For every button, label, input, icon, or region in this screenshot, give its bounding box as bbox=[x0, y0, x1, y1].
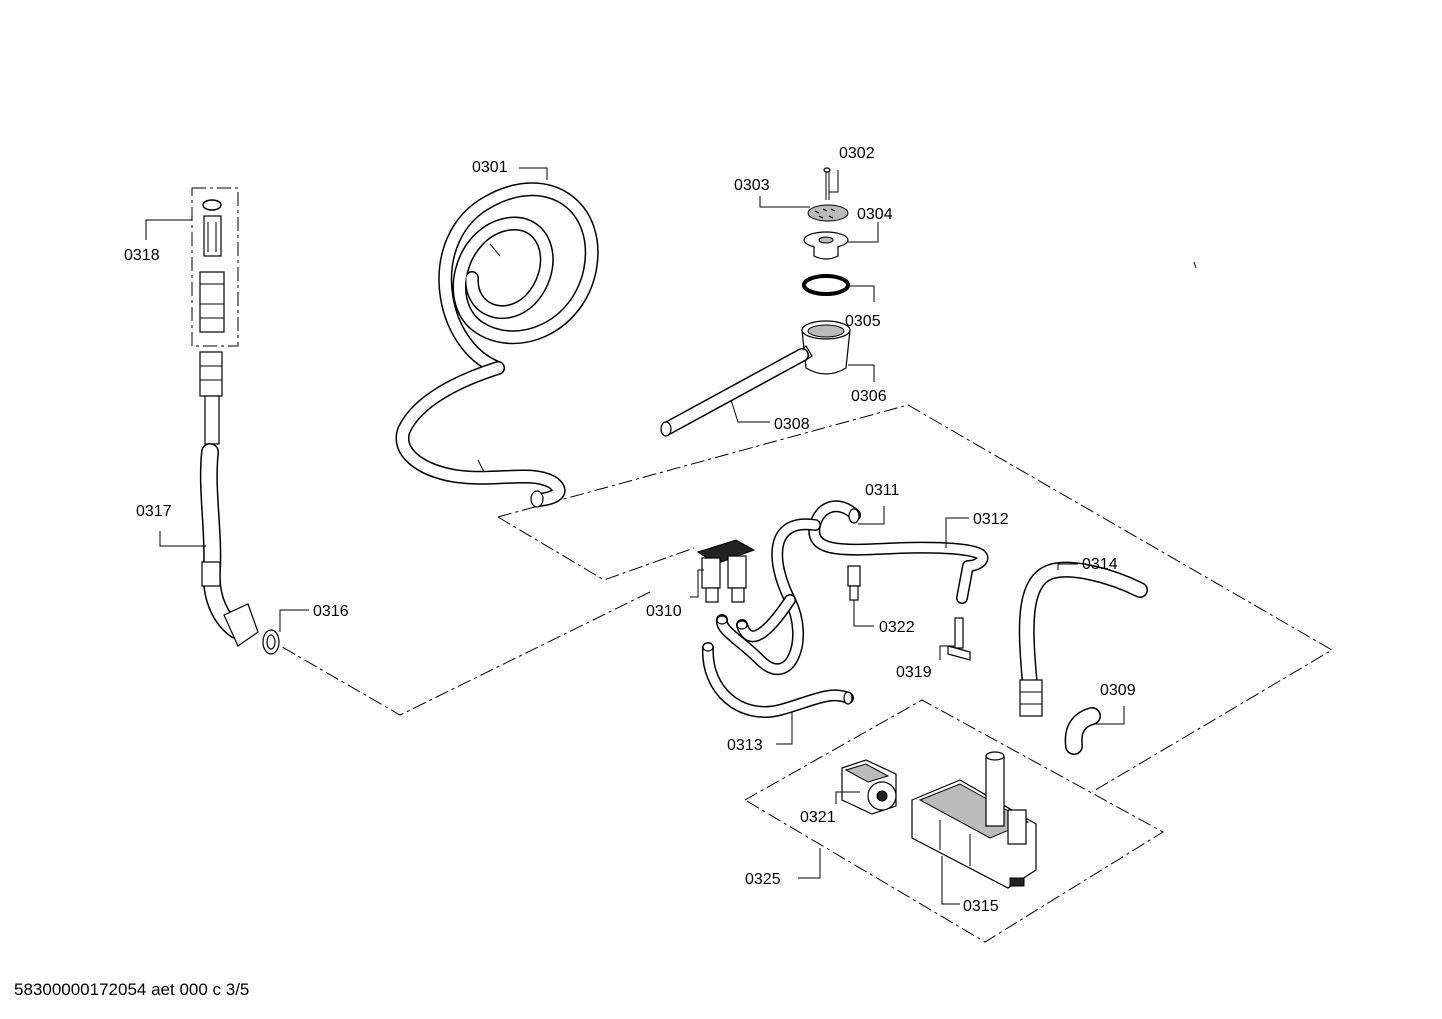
label-0305: 0305 bbox=[845, 313, 881, 330]
leader-0310 bbox=[690, 569, 704, 598]
filter-stack bbox=[799, 167, 851, 375]
fitting-kit-0318 bbox=[199, 199, 225, 333]
label-0318: 0318 bbox=[124, 247, 160, 264]
part-labels: 0301 0302 0303 0304 0305 0306 0308 0309 … bbox=[124, 145, 1136, 915]
main-assembly-boundary bbox=[497, 404, 1333, 793]
leader-0312 bbox=[945, 517, 969, 548]
label-0316: 0316 bbox=[313, 603, 349, 620]
leader-0309 bbox=[1094, 706, 1125, 725]
label-0308: 0308 bbox=[774, 416, 810, 433]
leader-0306 bbox=[848, 364, 875, 382]
leader-0317 bbox=[159, 531, 206, 547]
leader-0322 bbox=[853, 600, 874, 627]
leader-0305 bbox=[848, 285, 875, 302]
label-0317: 0317 bbox=[136, 503, 172, 520]
leader-0319 bbox=[939, 645, 955, 660]
leader-lines bbox=[145, 167, 1197, 905]
label-0315: 0315 bbox=[963, 898, 999, 915]
inlet-assembly-boundary bbox=[269, 591, 651, 716]
stray-mark bbox=[1193, 261, 1197, 269]
label-0304: 0304 bbox=[857, 206, 893, 223]
heater-module-0315 bbox=[911, 751, 1037, 889]
leader-0318 bbox=[145, 219, 192, 240]
leader-0304 bbox=[848, 222, 879, 243]
leader-0301 bbox=[519, 167, 548, 180]
leader-0314 bbox=[1057, 563, 1078, 570]
washer-0316 bbox=[262, 629, 280, 655]
leader-0308 bbox=[730, 399, 770, 423]
main-assembly-boundary-left bbox=[497, 516, 695, 581]
label-0309: 0309 bbox=[1100, 682, 1136, 699]
elbow-0309 bbox=[1064, 707, 1101, 755]
inlet-valve-0310 bbox=[696, 539, 756, 603]
label-0322: 0322 bbox=[879, 619, 915, 636]
leader-0315 bbox=[941, 856, 960, 905]
leader-0311 bbox=[858, 506, 885, 525]
label-0306: 0306 bbox=[851, 388, 887, 405]
heater-assembly-boundary bbox=[744, 699, 1164, 943]
label-0313: 0313 bbox=[727, 737, 763, 754]
straight-hose-0308 bbox=[660, 348, 809, 437]
bent-hose-0314 bbox=[1018, 561, 1148, 717]
label-0312: 0312 bbox=[973, 511, 1009, 528]
fitting-kit-boundary bbox=[191, 187, 239, 347]
leader-0313 bbox=[776, 712, 793, 745]
label-0302: 0302 bbox=[839, 145, 875, 162]
leader-0302 bbox=[829, 170, 839, 193]
fittings-0322-0319 bbox=[847, 565, 971, 661]
label-0311: 0311 bbox=[865, 482, 900, 499]
leader-0316 bbox=[279, 609, 309, 632]
drawing-code: 58300000172054 aet 000 c 3/5 bbox=[14, 980, 250, 999]
label-0325: 0325 bbox=[745, 871, 781, 888]
coiled-hose-0301 bbox=[395, 182, 599, 508]
label-0319: 0319 bbox=[896, 664, 932, 681]
assembly-outlines bbox=[191, 187, 1333, 943]
leader-0321 bbox=[835, 791, 860, 804]
leader-0303 bbox=[759, 196, 810, 208]
label-0301: 0301 bbox=[472, 159, 508, 176]
label-0314: 0314 bbox=[1082, 556, 1118, 573]
leader-0325 bbox=[798, 848, 821, 879]
hose-bundle bbox=[701, 500, 989, 718]
label-0321: 0321 bbox=[800, 809, 836, 826]
label-0310: 0310 bbox=[646, 603, 682, 620]
inlet-hose-0317 bbox=[199, 351, 259, 647]
pump-0321 bbox=[841, 759, 897, 815]
label-0303: 0303 bbox=[734, 177, 770, 194]
